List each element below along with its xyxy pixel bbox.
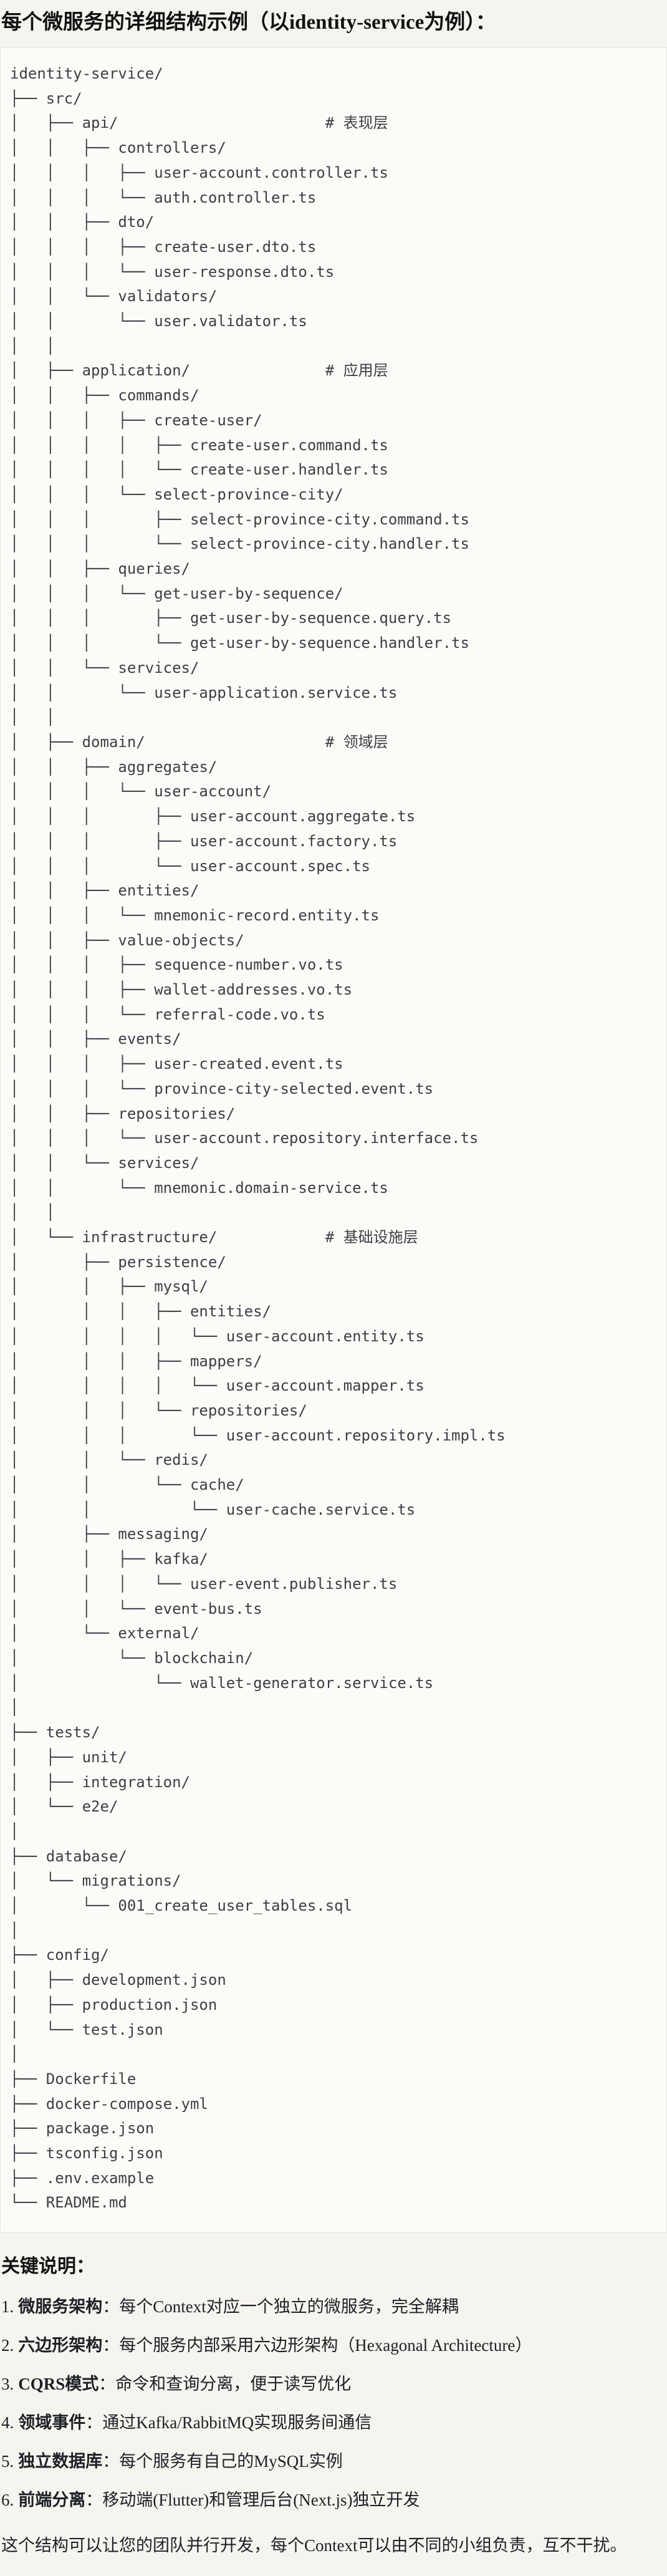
note-item-frontend-separation: 6.前端分离：移动端(Flutter)和管理后台(Next.js)独立开发 xyxy=(1,2489,667,2511)
note-colon: ： xyxy=(98,2375,116,2394)
note-label: 前端分离 xyxy=(18,2491,86,2510)
note-desc: 每个服务有自己的MySQL实例 xyxy=(119,2452,343,2471)
page-title: 每个微服务的详细结构示例（以identity-service为例）： xyxy=(1,11,496,34)
note-item-hexagonal: 2.六边形架构：每个服务内部采用六边形架构（Hexagonal Architec… xyxy=(1,2335,667,2357)
note-label: 独立数据库 xyxy=(18,2452,103,2471)
note-number: 6. xyxy=(1,2491,14,2510)
notes-heading: 关键说明： xyxy=(1,2256,95,2277)
note-desc: 命令和查询分离，便于读写优化 xyxy=(115,2375,352,2394)
note-desc: 每个Context对应一个独立的微服务，完全解耦 xyxy=(119,2297,459,2317)
note-label: CQRS模式 xyxy=(18,2375,99,2394)
note-number: 5. xyxy=(1,2452,14,2471)
note-number: 4. xyxy=(1,2413,14,2433)
note-colon: ： xyxy=(85,2413,103,2433)
note-label: 六边形架构 xyxy=(18,2336,103,2355)
note-colon: ： xyxy=(85,2491,103,2510)
note-colon: ： xyxy=(102,2336,120,2355)
note-desc: 移动端(Flutter)和管理后台(Next.js)独立开发 xyxy=(102,2491,420,2510)
note-colon: ： xyxy=(102,2452,120,2471)
note-item-cqrs: 3.CQRS模式：命令和查询分离，便于读写优化 xyxy=(1,2373,667,2395)
note-desc: 每个服务内部采用六边形架构（Hexagonal Architecture） xyxy=(119,2336,532,2355)
note-desc: 通过Kafka/RabbitMQ实现服务间通信 xyxy=(102,2413,372,2433)
closing-paragraph: 这个结构可以让您的团队并行开发，每个Context可以由不同的小组负责，互不干扰… xyxy=(1,2536,627,2555)
note-number: 1. xyxy=(1,2297,14,2317)
note-number: 3. xyxy=(1,2375,14,2394)
note-colon: ： xyxy=(102,2297,120,2317)
note-label: 微服务架构 xyxy=(18,2297,103,2317)
note-item-microservices: 1.微服务架构：每个Context对应一个独立的微服务，完全解耦 xyxy=(1,2296,667,2318)
note-label: 领域事件 xyxy=(18,2413,86,2433)
note-item-domain-events: 4.领域事件：通过Kafka/RabbitMQ实现服务间通信 xyxy=(1,2412,667,2434)
note-number: 2. xyxy=(1,2336,14,2355)
note-item-independent-db: 5.独立数据库：每个服务有自己的MySQL实例 xyxy=(1,2451,667,2472)
file-tree-code-block: identity-service/ ├── src/ │ ├── api/ # … xyxy=(0,47,667,2233)
